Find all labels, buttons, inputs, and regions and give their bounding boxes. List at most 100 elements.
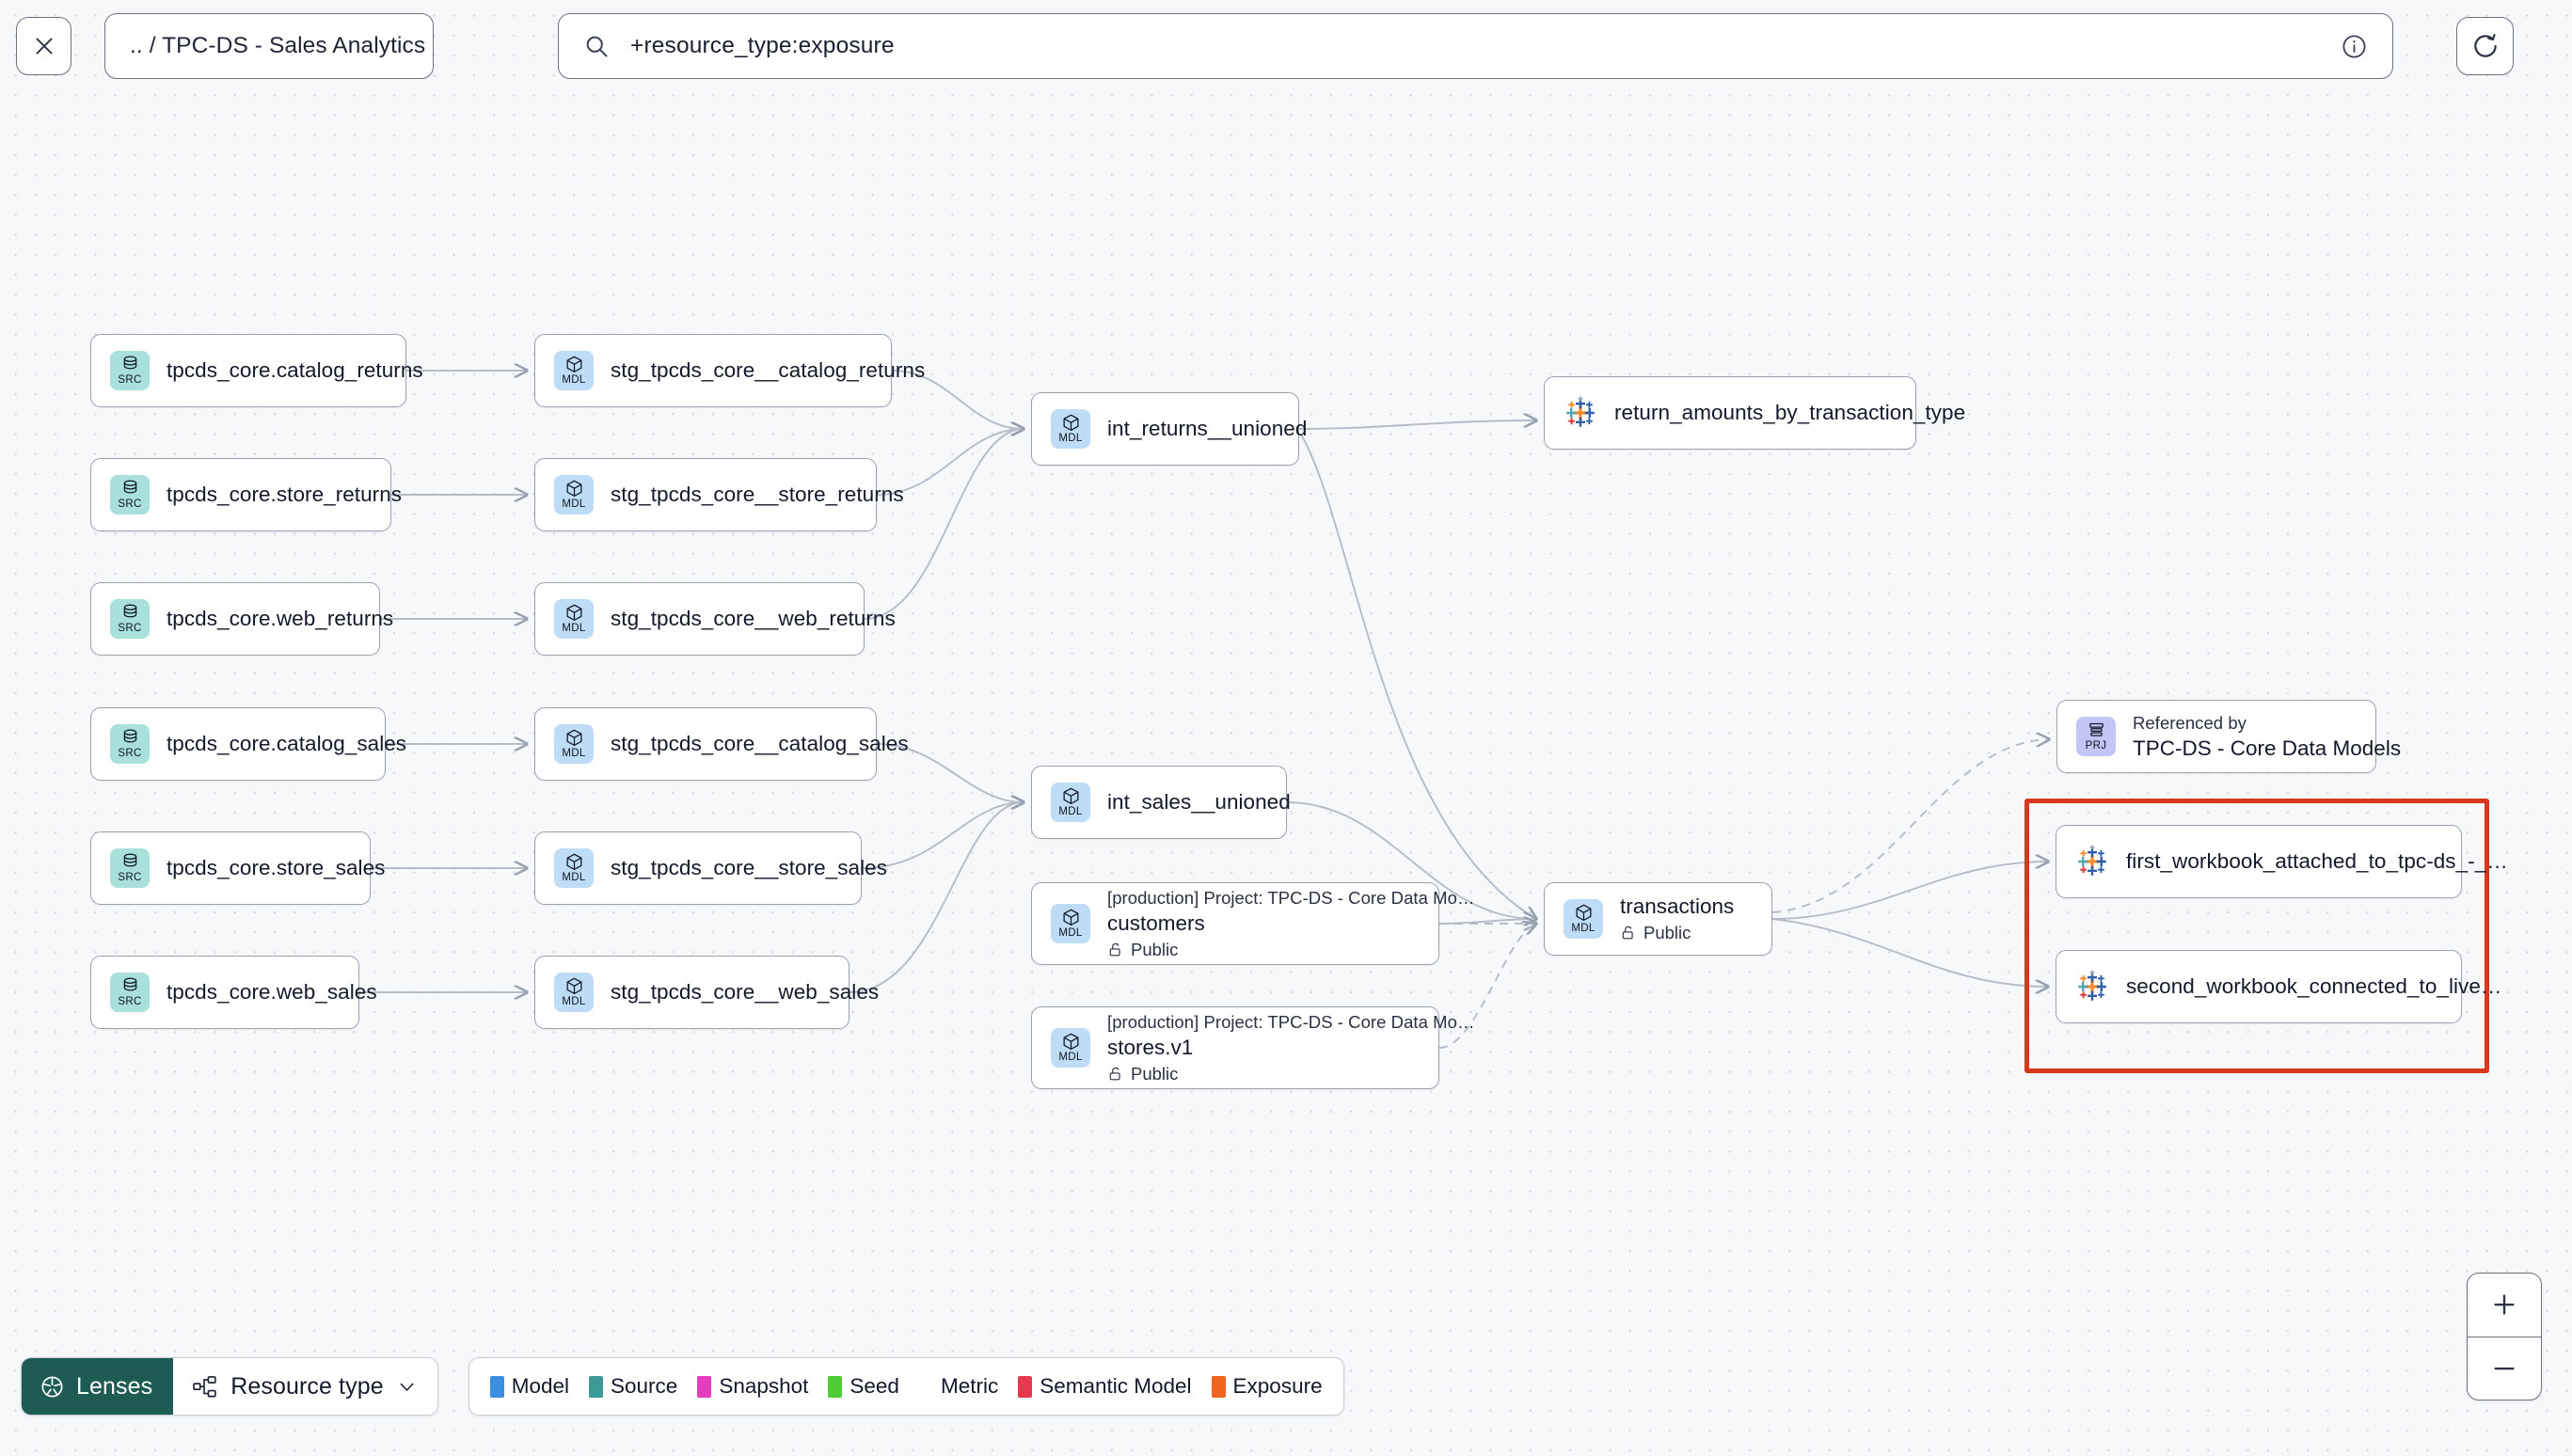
legend-item-metric[interactable]: Metric — [919, 1374, 998, 1399]
node-label: int_returns__unioned — [1107, 417, 1308, 440]
zoom-in-button[interactable] — [2468, 1274, 2541, 1337]
refresh-icon — [2473, 34, 2497, 57]
node-label: stg_tpcds_core__catalog_sales — [611, 732, 909, 755]
legend-swatch — [489, 1375, 504, 1398]
node-name: stores.v1 — [1107, 1035, 1194, 1059]
node-type-badge-mdl: MDL — [1051, 783, 1090, 822]
legend-label: Seed — [849, 1374, 899, 1398]
node-visibility-label: Public — [1643, 923, 1691, 942]
info-circle-icon[interactable] — [2341, 33, 2368, 60]
cube-icon-wrap — [564, 480, 584, 499]
node-label: tpcds_core.web_sales — [167, 980, 377, 1004]
tableau-icon — [2078, 970, 2106, 1001]
legend-label: Snapshot — [719, 1374, 809, 1398]
legend-item-semantic-model[interactable]: Semantic Model — [1018, 1374, 1192, 1399]
aperture-icon — [41, 1376, 63, 1397]
legend-item-snapshot[interactable]: Snapshot — [697, 1374, 808, 1399]
legend-label: Source — [611, 1374, 678, 1398]
unlock-icon — [1622, 926, 1633, 940]
search-input[interactable]: +resource_type:exposure — [630, 33, 895, 58]
node-label: second_workbook_connected_to_live… — [2126, 974, 2502, 998]
graph-node-stg_catalog_sales[interactable]: MDL stg_tpcds_core__catalog_sales — [534, 707, 909, 781]
node-label: stg_tpcds_core__catalog_returns — [611, 358, 926, 382]
graph-node-src_catalog_returns[interactable]: SRC tpcds_core.catalog_returns — [90, 334, 423, 407]
node-type-badge-src: SRC — [110, 351, 150, 390]
graph-node-first_workbook[interactable]: first_workbook_attached_to_tpc-ds_-_… — [2056, 825, 2508, 898]
graph-node-src_store_returns[interactable]: SRC tpcds_core.store_returns — [90, 458, 402, 531]
node-label: stg_tpcds_core__store_sales — [611, 856, 888, 879]
resource-type-dropdown[interactable]: Resource type — [173, 1358, 437, 1415]
node-type-badge-mdl: MDL — [554, 475, 594, 514]
graph-node-customers[interactable]: MDL [production] Project: TPC-DS - Core D… — [1031, 882, 1474, 965]
node-type-badge-src: SRC — [110, 475, 150, 514]
node-visibility-label: Public — [1131, 1063, 1179, 1084]
cube-icon-wrap — [564, 853, 584, 872]
top-toolbar: .. / TPC-DS - Sales Analytics +resource_… — [0, 0, 2572, 111]
close-button[interactable] — [16, 17, 71, 75]
graph-node-stores_v1[interactable]: MDL[production] Project: TPC-DS - Core D… — [1031, 1006, 1474, 1089]
refresh-button[interactable] — [2456, 17, 2514, 75]
breadcrumb[interactable]: .. / TPC-DS - Sales Analytics — [104, 13, 434, 79]
node-visibility: Public — [1107, 1064, 1475, 1084]
cube-icon-wrap — [1061, 1033, 1081, 1052]
node-type-badge-src: SRC — [110, 724, 150, 764]
search-bar[interactable]: +resource_type:exposure — [558, 13, 2393, 79]
stack-icon-wrap — [2087, 721, 2106, 740]
cube-icon — [566, 729, 581, 747]
graph-node-src_catalog_sales[interactable]: SRC tpcds_core.catalog_sales — [90, 707, 406, 781]
node-type-badge-mdl: MDL — [554, 599, 594, 639]
legend-swatch — [697, 1375, 712, 1398]
node-label: tpcds_core.catalog_sales — [167, 732, 407, 755]
cube-icon — [566, 853, 581, 871]
node-name: customers — [1107, 910, 1205, 935]
node-type-tag: SRC — [118, 373, 142, 386]
close-icon — [35, 38, 53, 55]
tableau-icon — [2078, 845, 2106, 876]
node-type-tag: SRC — [118, 622, 142, 634]
legend-swatch — [589, 1375, 604, 1398]
cube-icon-wrap — [1574, 904, 1594, 923]
lenses-control-group: Lenses Resource type — [21, 1357, 438, 1416]
zoom-out-button[interactable] — [2468, 1337, 2541, 1401]
node-text-block: [production] Project: TPC-DS - Core Data… — [1107, 888, 1475, 960]
node-type-badge-prj: PRJ — [2076, 717, 2116, 756]
breadcrumb-label: .. / TPC-DS - Sales Analytics — [130, 33, 426, 58]
node-type-badge-mdl: MDL — [554, 848, 594, 888]
lenses-label: Lenses — [76, 1372, 153, 1400]
cube-icon — [566, 977, 581, 995]
node-label: tpcds_core.catalog_returns — [167, 358, 423, 382]
node-type-badge-mdl: MDL — [554, 973, 594, 1012]
cube-icon-wrap — [1061, 909, 1081, 927]
node-type-badge-mdl: MDL — [554, 724, 594, 764]
graph-node-return_amounts_by_transaction_type[interactable]: return_amounts_by_transaction_type — [1544, 376, 1965, 450]
node-label: tpcds_core.store_returns — [167, 483, 403, 506]
node-type-badge-mdl: MDL — [1051, 904, 1090, 943]
lenses-button[interactable]: Lenses — [22, 1358, 174, 1415]
legend-swatch — [1211, 1375, 1226, 1398]
database-icon-wrap — [120, 604, 140, 623]
legend-item-exposure[interactable]: Exposure — [1211, 1374, 1323, 1399]
legend-item-model[interactable]: Model — [489, 1374, 569, 1399]
node-type-tag: SRC — [118, 995, 142, 1007]
legend-item-source[interactable]: Source — [589, 1374, 677, 1399]
node-visibility: Public — [1107, 940, 1475, 960]
node-type-tag: PRJ — [2085, 739, 2107, 752]
graph-node-src_web_sales[interactable]: SRC tpcds_core.web_sales — [90, 956, 377, 1029]
cube-icon — [1063, 787, 1078, 805]
node-type-tag: MDL — [1058, 1051, 1083, 1063]
graph-node-second_workbook[interactable]: second_workbook_connected_to_live… — [2056, 950, 2501, 1023]
legend-item-seed[interactable]: Seed — [828, 1374, 899, 1399]
graph-node-stg_store_sales[interactable]: MDL stg_tpcds_core__store_sales — [534, 831, 887, 905]
database-icon-wrap — [120, 480, 140, 499]
